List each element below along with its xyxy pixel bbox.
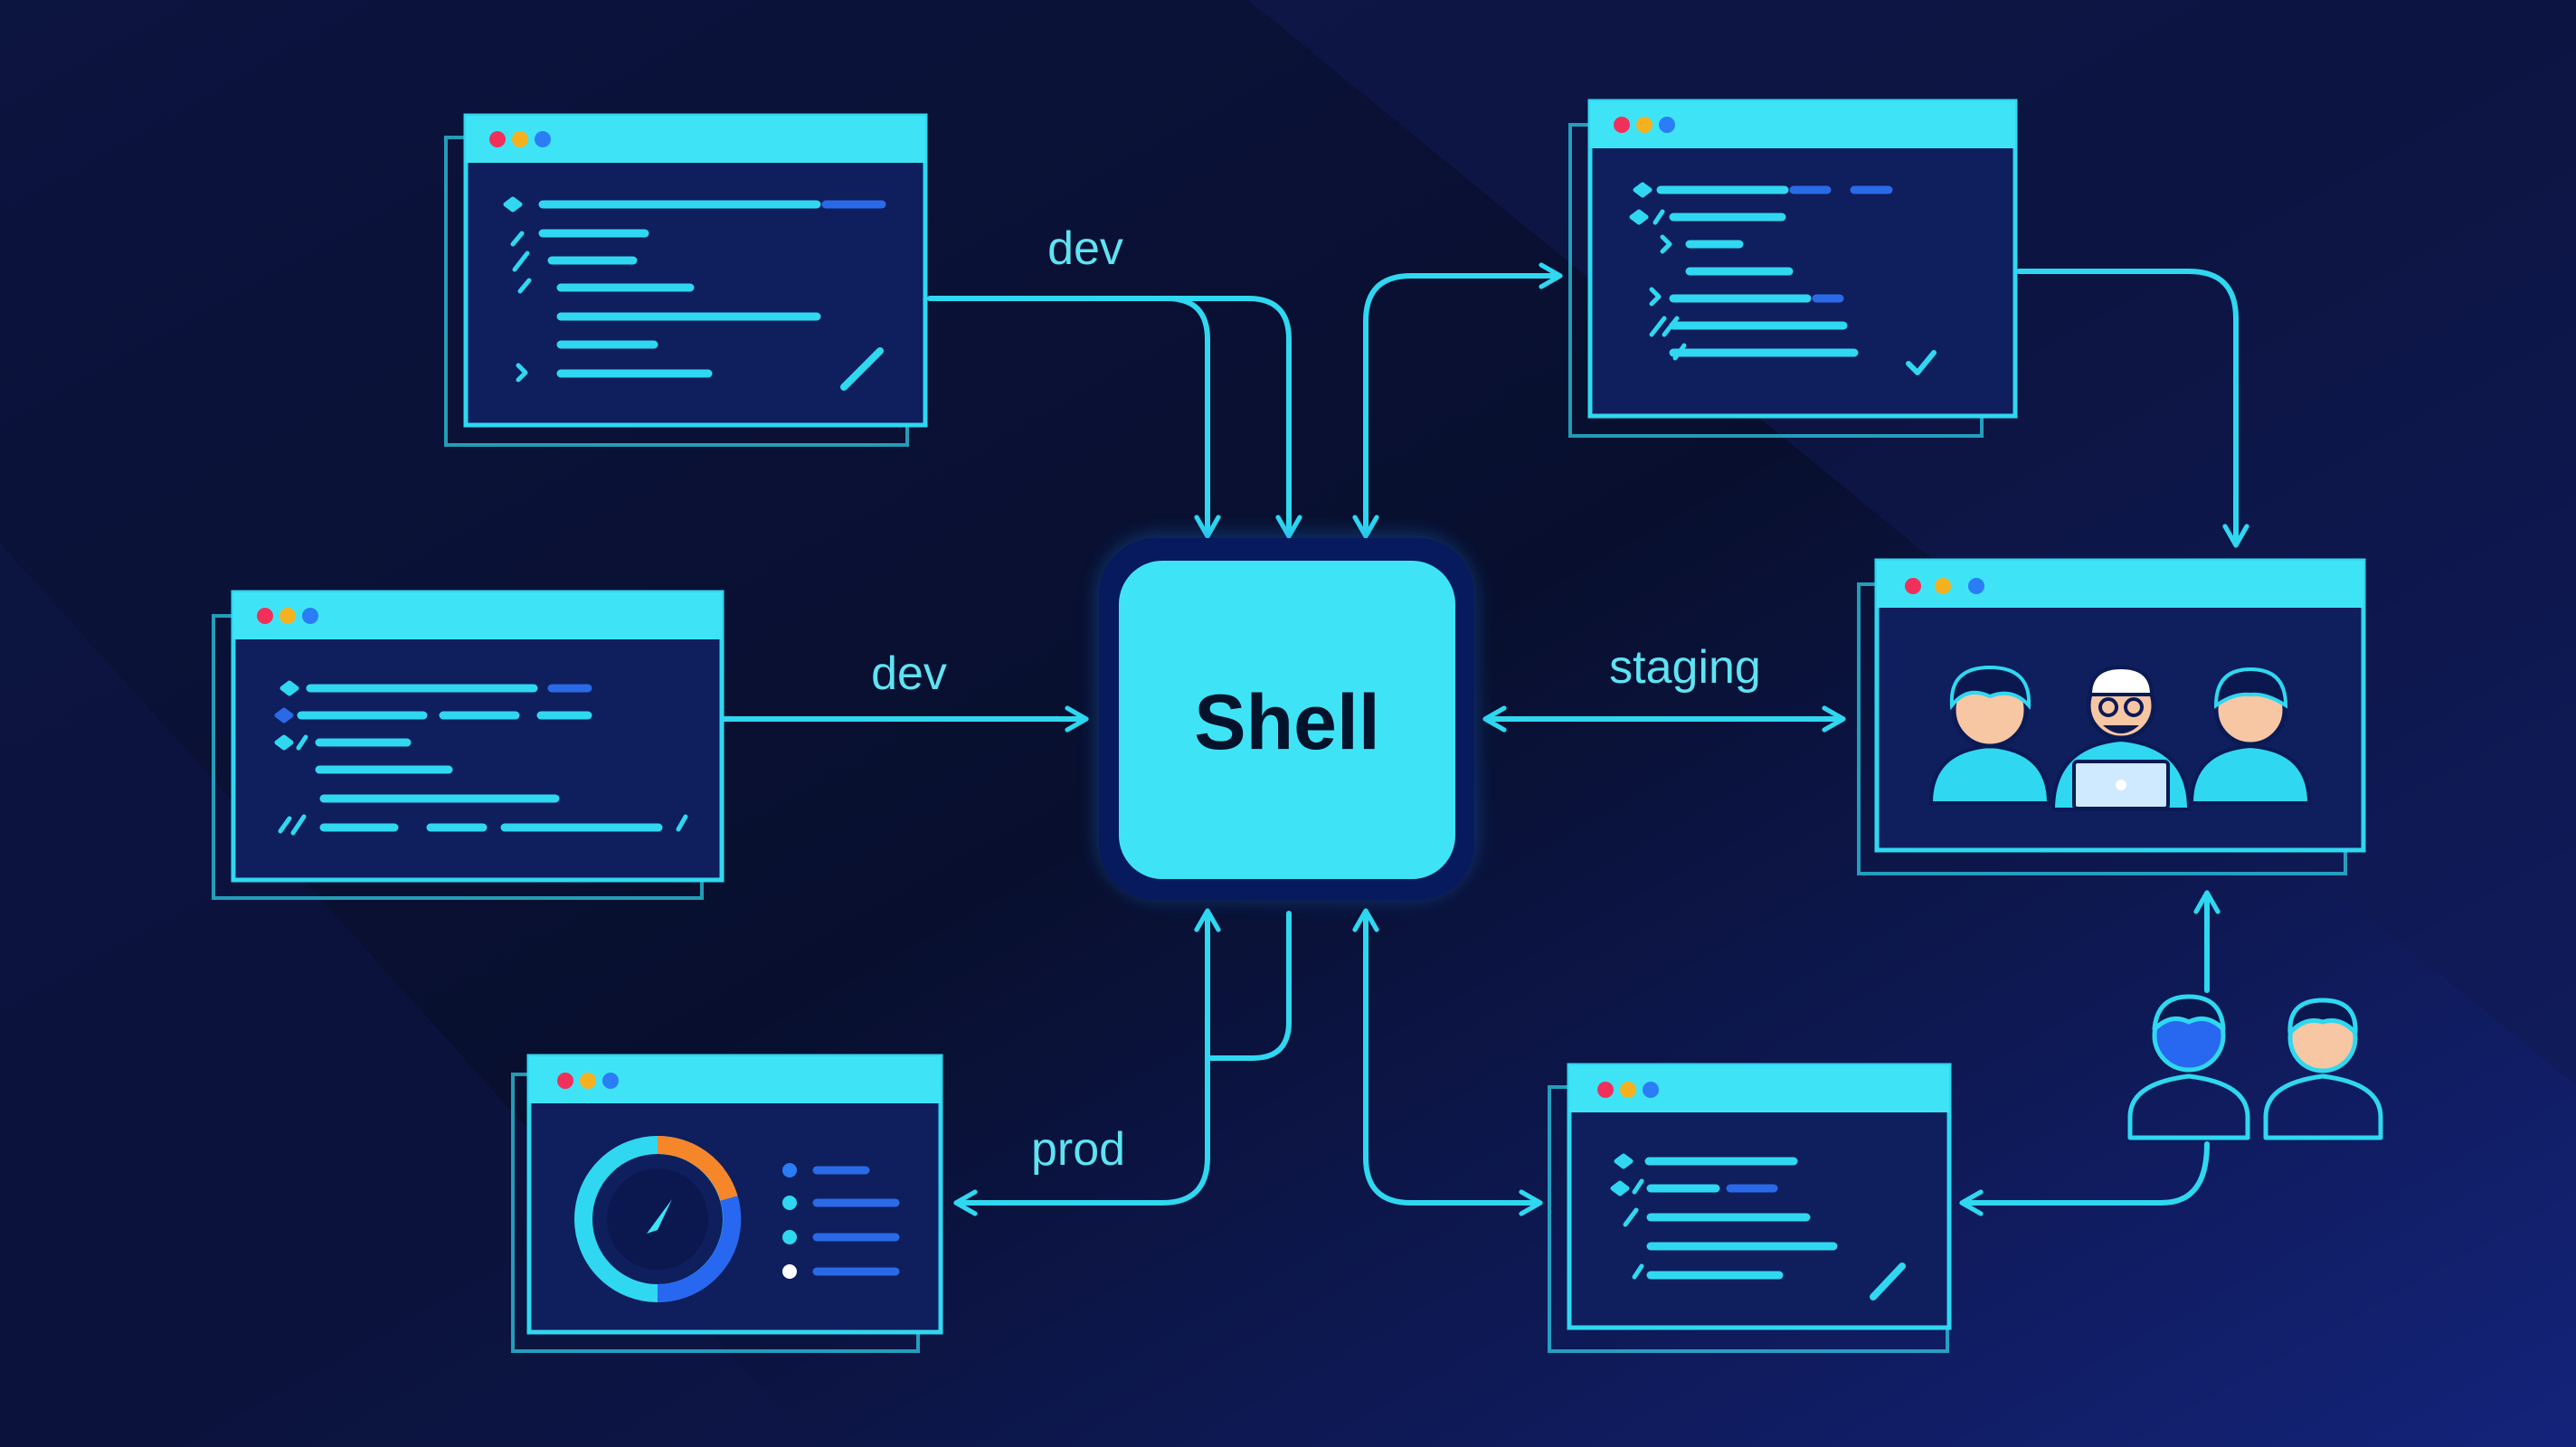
maximize-dot-icon[interactable] (1968, 578, 1984, 594)
code-glyphs (274, 680, 688, 836)
title-bar (529, 1056, 941, 1103)
minimize-dot-icon[interactable] (1620, 1082, 1636, 1098)
maximize-dot-icon[interactable] (1643, 1082, 1659, 1098)
close-dot-icon[interactable] (1905, 578, 1921, 594)
edge-label-dev-mid: dev (871, 648, 947, 700)
maximize-dot-icon[interactable] (535, 131, 551, 147)
gauge-icon (574, 1135, 742, 1303)
code-glyphs (1610, 1153, 1906, 1300)
minimize-dot-icon[interactable] (1636, 117, 1653, 133)
connectors (721, 262, 2249, 1216)
code-lines (538, 200, 821, 378)
code-lines (1644, 1157, 1838, 1280)
edge-top-right (1352, 262, 1563, 539)
edge-label-staging: staging (1609, 641, 1761, 694)
edge-label-prod: prod (1031, 1123, 1125, 1176)
code-lines (297, 684, 663, 832)
edge-users-to-code (1959, 1141, 2210, 1216)
edge-top-right-to-team (2016, 269, 2249, 548)
close-dot-icon[interactable] (1597, 1082, 1614, 1098)
team-icon (1928, 665, 2312, 811)
close-dot-icon[interactable] (1614, 117, 1630, 133)
close-dot-icon[interactable] (489, 131, 506, 147)
minimize-dot-icon[interactable] (580, 1073, 596, 1089)
minimize-dot-icon[interactable] (1935, 578, 1951, 594)
edge-prod-b (1208, 911, 1292, 1061)
code-editor-top-right[interactable] (1568, 99, 2018, 438)
edge-bottom-right (1352, 908, 1543, 1216)
title-bar (1590, 101, 2015, 148)
minimize-dot-icon[interactable] (512, 131, 528, 147)
window-frame (1587, 99, 2018, 419)
users-group[interactable] (2127, 994, 2383, 1140)
user-right-icon (2263, 998, 2383, 1140)
person-right-icon (2189, 667, 2312, 805)
minimize-dot-icon[interactable] (279, 608, 296, 624)
edge-label-dev-top: dev (1047, 222, 1123, 275)
edge-prod (953, 908, 1221, 1216)
title-bar (1877, 561, 2363, 608)
person-center-icon (2050, 665, 2192, 811)
code-editor-bottom-right[interactable] (1548, 1063, 1952, 1353)
close-dot-icon[interactable] (557, 1073, 573, 1089)
maximize-dot-icon[interactable] (302, 608, 318, 624)
code-editor-middle-left[interactable] (212, 590, 724, 900)
person-left-icon (1928, 665, 2051, 805)
shell-hub-face (1119, 561, 1455, 879)
team-window[interactable] (1857, 558, 2366, 875)
user-left-icon (2127, 994, 2250, 1140)
legend-list (782, 1163, 900, 1279)
window-frame (231, 590, 724, 883)
hub-label: Shell (1194, 679, 1380, 766)
close-dot-icon[interactable] (257, 608, 273, 624)
maximize-dot-icon[interactable] (1659, 117, 1675, 133)
code-lines (1656, 185, 1859, 357)
code-line-accents (1789, 185, 1893, 303)
maximize-dot-icon[interactable] (602, 1073, 619, 1089)
edge-dev-top-b (1164, 296, 1302, 539)
monitoring-dashboard[interactable] (511, 1054, 943, 1353)
code-editor-top-left[interactable] (444, 113, 928, 447)
shell-hub[interactable]: Shell (1096, 534, 1476, 900)
code-glyphs (503, 196, 884, 391)
code-glyphs (1629, 182, 1937, 375)
